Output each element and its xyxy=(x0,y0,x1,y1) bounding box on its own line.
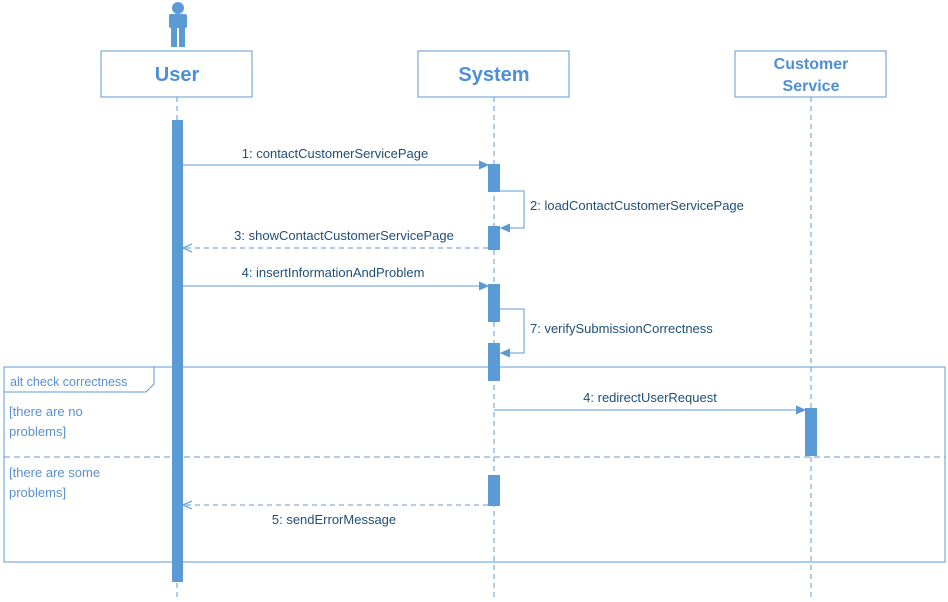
system-activation-4 xyxy=(488,343,500,381)
system-activation-5 xyxy=(488,475,500,506)
system-activation-1 xyxy=(488,164,500,192)
message-1-label: 1: contactCustomerServicePage xyxy=(242,146,428,161)
message-verify-submission-correctness: 7: verifySubmissionCorrectness xyxy=(500,308,713,353)
message-3-label: 3: showContactCustomerServicePage xyxy=(234,228,454,243)
message-4-label: 4: insertInformationAndProblem xyxy=(242,265,425,280)
message-contact-customer-service-page: 1: contactCustomerServicePage xyxy=(183,146,488,165)
guard-no-problems-line2: problems] xyxy=(9,424,66,439)
alt-frame-label: alt check correctness xyxy=(10,375,127,389)
system-activation-3 xyxy=(488,284,500,322)
customer-service-participant: Customer Service xyxy=(734,50,887,98)
message-redirect-user-request: 4: redirectUserRequest xyxy=(494,390,805,410)
user-participant-label: User xyxy=(155,64,200,86)
guard-some-problems-line1: [there are some xyxy=(9,465,100,480)
user-participant: User xyxy=(100,50,253,98)
message-insert-information-and-problem: 4: insertInformationAndProblem xyxy=(183,265,488,286)
customer-service-label-line2: Service xyxy=(783,78,840,95)
message-load-contact-customer-service-page: 2: loadContactCustomerServicePage xyxy=(500,190,744,228)
message-show-contact-customer-service-page: 3: showContactCustomerServicePage xyxy=(183,228,488,248)
message-7-label: 7: verifySubmissionCorrectness xyxy=(530,321,713,336)
message-4b-label: 4: redirectUserRequest xyxy=(583,390,717,405)
user-actor-icon xyxy=(169,2,187,47)
message-2-label: 2: loadContactCustomerServicePage xyxy=(530,198,744,213)
system-participant-label: System xyxy=(458,64,529,86)
customer-service-label-line1: Customer xyxy=(774,56,849,73)
system-activation-2 xyxy=(488,226,500,250)
user-activation-bar xyxy=(172,120,183,582)
system-participant: System xyxy=(417,50,570,98)
message-5-label: 5: sendErrorMessage xyxy=(272,512,396,527)
guard-no-problems-line1: [there are no xyxy=(9,404,83,419)
message-send-error-message: 5: sendErrorMessage xyxy=(183,505,488,527)
customer-service-activation xyxy=(805,408,817,456)
guard-some-problems-line2: problems] xyxy=(9,485,66,500)
alt-frame: alt check correctness [there are no prob… xyxy=(3,366,946,563)
